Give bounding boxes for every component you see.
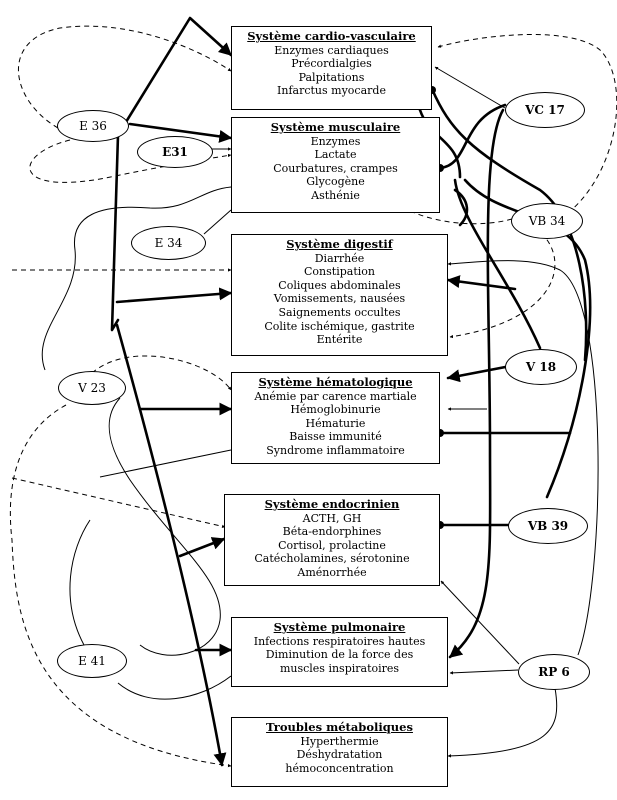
system-item: Vomissements, nausées — [273, 292, 406, 306]
system-item: muscles inspiratoires — [279, 661, 400, 675]
system-box-digestif: Système digestif Diarrhée Constipation C… — [231, 234, 448, 356]
connector-rp6-metabolique — [447, 687, 558, 758]
point-e31: E31 — [137, 136, 213, 168]
system-item: Anémie par carence martiale — [254, 389, 417, 403]
connector-bold-trunk-metabolique — [115, 323, 227, 767]
connector-bold-e36-musculaire — [128, 122, 233, 143]
system-item: Infections respiratoires hautes — [253, 634, 426, 648]
system-item: Saignements occultes — [278, 305, 401, 319]
dashed-connectors — [9, 25, 617, 768]
connector-e34-sigmoid — [41, 186, 232, 371]
system-item: Hyperthermie — [300, 734, 379, 748]
system-item: Béta-endorphines — [282, 525, 382, 539]
thin-connectors — [41, 66, 599, 758]
system-item: Asthénie — [311, 188, 360, 202]
point-vb34: VB 34 — [511, 203, 583, 239]
connector-dashed-e36-cardio — [18, 25, 232, 129]
system-item: Cortisol, prolactine — [278, 538, 386, 552]
system-box-hemato: Système hématologique Anémie par carence… — [231, 372, 440, 464]
system-box-endocrinien: Système endocrinien ACTH, GH Béta-endorp… — [224, 494, 440, 586]
system-title-cardio: Système cardio-vasculaire — [247, 29, 416, 43]
connector-dashed-vb34-cardio — [437, 34, 617, 214]
connector-v23-hemato — [99, 449, 232, 478]
system-item: Précordialgies — [291, 57, 372, 71]
connector-dashed-vb34-musculaire — [394, 202, 513, 225]
system-item: ACTH, GH — [302, 511, 362, 525]
system-title-pulmonaire: Système pulmonaire — [273, 620, 406, 634]
system-item: hémoconcentration — [285, 761, 394, 775]
system-title-digestif: Système digestif — [286, 237, 393, 251]
point-v23: V 23 — [58, 371, 126, 405]
system-item: Diminution de la force des — [265, 648, 414, 662]
connector-v23-endocrinien — [108, 397, 221, 656]
connector-dashed-v23-hemato — [91, 355, 232, 391]
system-title-endocrinien: Système endocrinien — [264, 497, 400, 511]
system-item: Hématurie — [305, 416, 366, 430]
system-title-hemato: Système hématologique — [258, 375, 413, 389]
connector-vc17-cardio — [434, 66, 506, 109]
connector-e34-musculaire — [203, 209, 232, 235]
system-item: Constipation — [304, 265, 375, 279]
system-item: Hémoglobinurie — [290, 403, 381, 417]
connector-bold-endocrinien — [178, 537, 226, 558]
connector-e41-pulmonaire — [117, 675, 232, 700]
connector-e41-loop — [69, 519, 91, 646]
connector-bold-squiggle — [403, 86, 462, 179]
connector-dashed-v23-endocrinien — [11, 477, 226, 528]
system-item: Palpitations — [298, 70, 365, 84]
system-item: Glycogène — [306, 175, 365, 189]
system-item: Syndrome inflammatoire — [266, 443, 405, 457]
connector-bold-trunk — [110, 16, 233, 332]
system-box-cardio: Système cardio-vasculaire Enzymes cardia… — [231, 26, 432, 110]
connector-bold-v18-hemato — [446, 363, 518, 383]
connector-rp6-digestif — [447, 260, 599, 656]
point-e41: E 41 — [57, 644, 127, 678]
system-box-musculaire: Système musculaire Enzymes Lactate Courb… — [231, 117, 440, 213]
system-item: Lactate — [314, 148, 357, 162]
system-item: Baisse immunité — [289, 430, 382, 444]
point-rp6: RP 6 — [518, 654, 590, 690]
point-vb39: VB 39 — [508, 508, 588, 544]
connector-bold-vc17-cardio — [430, 87, 588, 362]
connector-bold-vb34-digestif — [446, 275, 517, 291]
point-vc17: VC 17 — [505, 92, 585, 128]
system-item: Catécholamines, sérotonine — [254, 552, 410, 566]
connector-rp6-endocrinien — [440, 580, 520, 665]
system-item: Colite ischémique, gastrite — [264, 319, 415, 333]
connector-bold-squiggle-2 — [453, 188, 469, 227]
system-item: Infarctus myocarde — [277, 84, 386, 98]
point-v18: V 18 — [505, 349, 577, 385]
connector-dashed-v23-metabolique — [9, 404, 232, 768]
system-title-metabolique: Troubles métaboliques — [266, 720, 413, 734]
system-box-pulmonaire: Système pulmonaire Infections respiratoi… — [231, 617, 448, 687]
system-item: Enzymes — [310, 134, 361, 148]
system-item: Diarrhée — [314, 251, 365, 265]
system-item: Entérite — [316, 333, 363, 347]
point-e36: E 36 — [57, 110, 129, 142]
system-box-metabolique: Troubles métaboliques Hyperthermie Déshy… — [231, 717, 448, 787]
connector-bold-vc17-pulmonaire — [448, 108, 505, 659]
system-item: Déshydratation — [296, 748, 383, 762]
system-item: Coliques abdominales — [278, 278, 401, 292]
point-e34: E 34 — [131, 226, 206, 260]
system-item: Courbatures, crampes — [273, 161, 398, 175]
system-item: Enzymes cardiaques — [274, 43, 389, 57]
system-item: Aménorrhée — [297, 565, 367, 579]
connector-bold-vb39-cardio — [463, 178, 592, 499]
connector-bold-trunk-digestif — [115, 287, 233, 304]
system-title-musculaire: Système musculaire — [270, 120, 401, 134]
connector-rp6-pulmonaire — [449, 669, 519, 675]
connector-dashed-vb34-digestif — [449, 232, 556, 339]
